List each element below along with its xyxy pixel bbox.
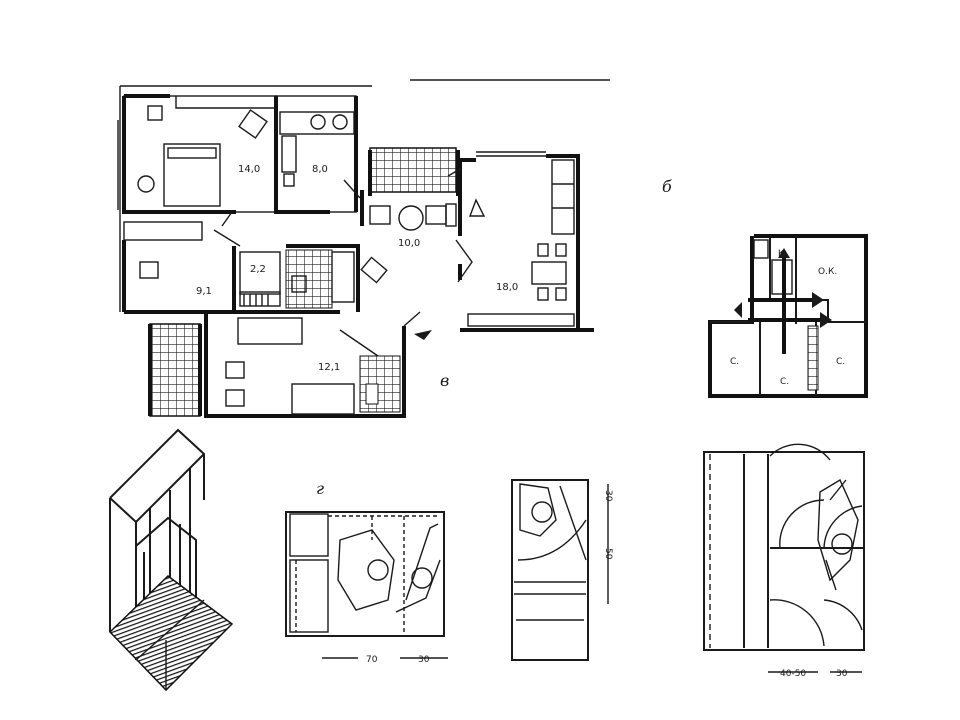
room-area-bath: 2,2 (250, 264, 266, 275)
room-area-living: 18,0 (496, 282, 518, 293)
dim-30-right: 30 (836, 669, 848, 679)
double-bed (163, 143, 221, 207)
scheme-room-ok: О.К. (818, 267, 837, 277)
figure-label-v: в (440, 371, 449, 390)
room-area-hall: 10,0 (398, 238, 420, 249)
room-area-bottom: 12,1 (318, 362, 340, 373)
room-area-left: 9,1 (196, 286, 212, 297)
floor-hatching (108, 575, 234, 692)
dim-50-mid: 50 (603, 548, 613, 560)
room-area-bedroom: 14,0 (238, 164, 260, 175)
dim-40-50: 40-50 (780, 669, 806, 679)
room-area-kitchen: 8,0 (312, 164, 328, 175)
isometric-wardrobe (108, 428, 234, 692)
dim-70: 70 (366, 655, 378, 665)
chair-icon (137, 175, 155, 193)
loggia-tiles (369, 147, 457, 193)
staircase (149, 323, 201, 417)
figure-right-dressing: 40-50 30 (703, 443, 865, 679)
scheme-room-c1: С. (730, 357, 739, 367)
dim-30-mid: 30 (603, 490, 613, 502)
figure-label-g: г (316, 479, 324, 498)
figure-narrow-passage: 30 50 (511, 479, 613, 661)
apartment-floor-plan: 14,0 8,0 10,0 18,0 (117, 79, 610, 418)
figure-label-b: б (662, 177, 672, 196)
scheme-room-k: К (778, 249, 785, 259)
dim-30-g: 30 (418, 655, 430, 665)
figure-g-dressing-area: г 70 30 (285, 479, 448, 665)
scheme-room-c3: С. (836, 357, 845, 367)
scheme-room-c2: С. (780, 377, 789, 387)
zoning-scheme-plan: б К О.К. С. С. С. (662, 177, 868, 398)
